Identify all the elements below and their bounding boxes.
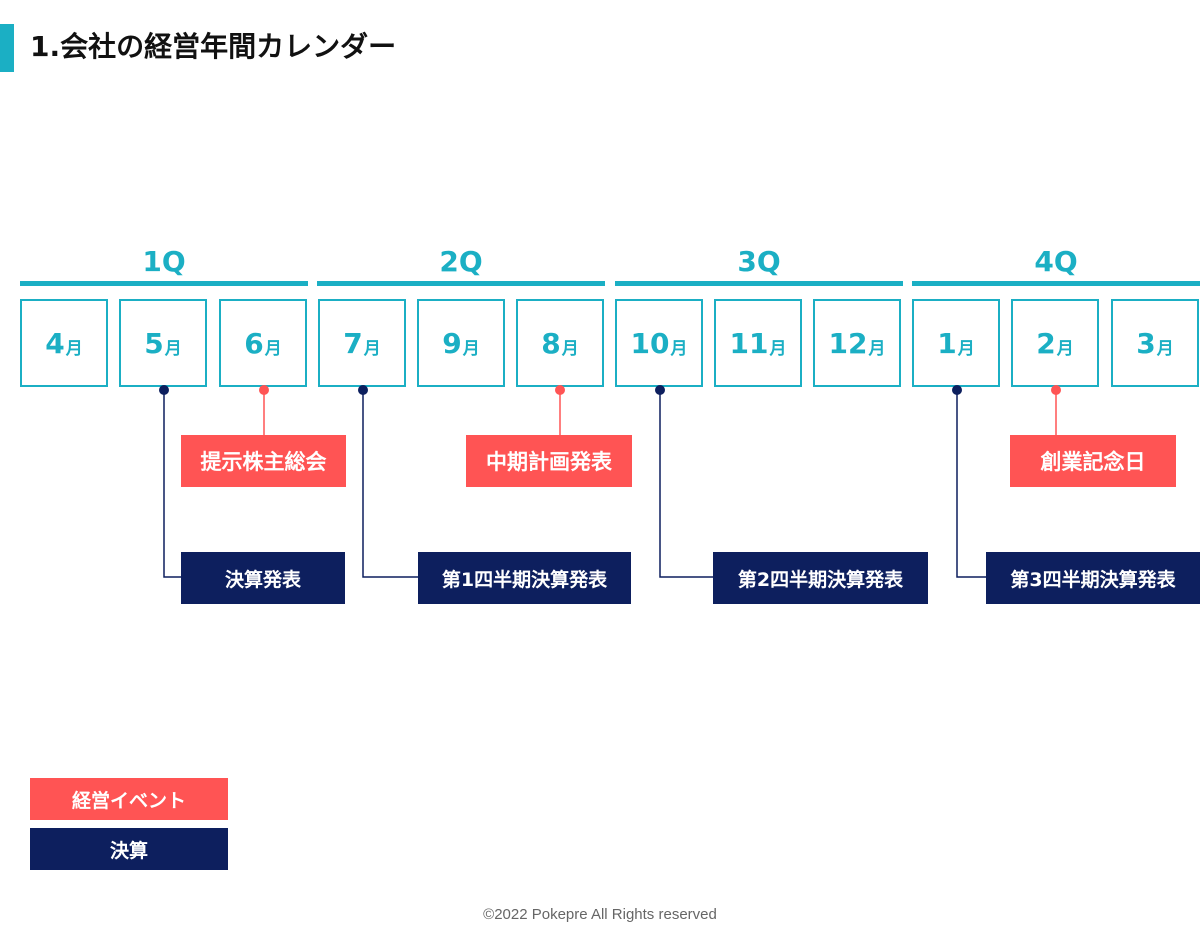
month-number: 5 [144, 326, 164, 360]
month-unit: 月 [164, 338, 182, 359]
connector-financial-may [163, 390, 182, 578]
event-midterm-plan: 中期計画発表 [466, 435, 632, 487]
legend-management-event: 経営イベント [30, 778, 228, 820]
month-unit: 月 [462, 338, 480, 359]
event-q2-earnings: 第2四半期決算発表 [713, 552, 928, 604]
connector-financial-october [659, 390, 714, 578]
legend-financial: 決算 [30, 828, 228, 870]
title-accent-bar [0, 24, 14, 72]
month-unit: 月 [264, 338, 282, 359]
month-number: 11 [729, 326, 769, 360]
month-number: 7 [343, 326, 363, 360]
quarter-line-1q [20, 281, 308, 286]
month-unit: 月 [561, 338, 579, 359]
event-earnings-announcement: 決算発表 [181, 552, 345, 604]
page-title: 1.会社の経営年間カレンダー [30, 30, 397, 63]
month-number: 12 [828, 326, 868, 360]
quarter-label-3q: 3Q [737, 245, 781, 278]
event-q3-earnings: 第3四半期決算発表 [986, 552, 1200, 604]
quarter-label-4q: 4Q [1034, 245, 1078, 278]
month-unit: 月 [363, 338, 381, 359]
quarter-line-4q [912, 281, 1200, 286]
quarter-line-3q [615, 281, 903, 286]
month-unit: 月 [1156, 338, 1174, 359]
month-number: 8 [541, 326, 561, 360]
month-number: 6 [244, 326, 264, 360]
month-number: 9 [442, 326, 462, 360]
quarter-label-2q: 2Q [439, 245, 483, 278]
month-unit: 月 [65, 338, 83, 359]
month-number: 3 [1136, 326, 1156, 360]
quarter-line-2q [317, 281, 605, 286]
month-unit: 月 [769, 338, 787, 359]
copyright-footer: ©2022 Pokepre All Rights reserved [483, 906, 717, 923]
month-number: 2 [1036, 326, 1056, 360]
month-unit: 月 [670, 338, 688, 359]
month-number: 1 [937, 326, 957, 360]
month-number: 4 [45, 326, 65, 360]
event-q1-earnings: 第1四半期決算発表 [418, 552, 631, 604]
month-unit: 月 [868, 338, 886, 359]
month-unit: 月 [957, 338, 975, 359]
connector-financial-january [956, 390, 987, 578]
connector-financial-july [362, 390, 419, 578]
event-founding-day: 創業記念日 [1010, 435, 1176, 487]
quarter-label-1q: 1Q [142, 245, 186, 278]
month-number: 10 [630, 326, 670, 360]
month-unit: 月 [1056, 338, 1074, 359]
event-shareholders-meeting: 提示株主総会 [181, 435, 346, 487]
